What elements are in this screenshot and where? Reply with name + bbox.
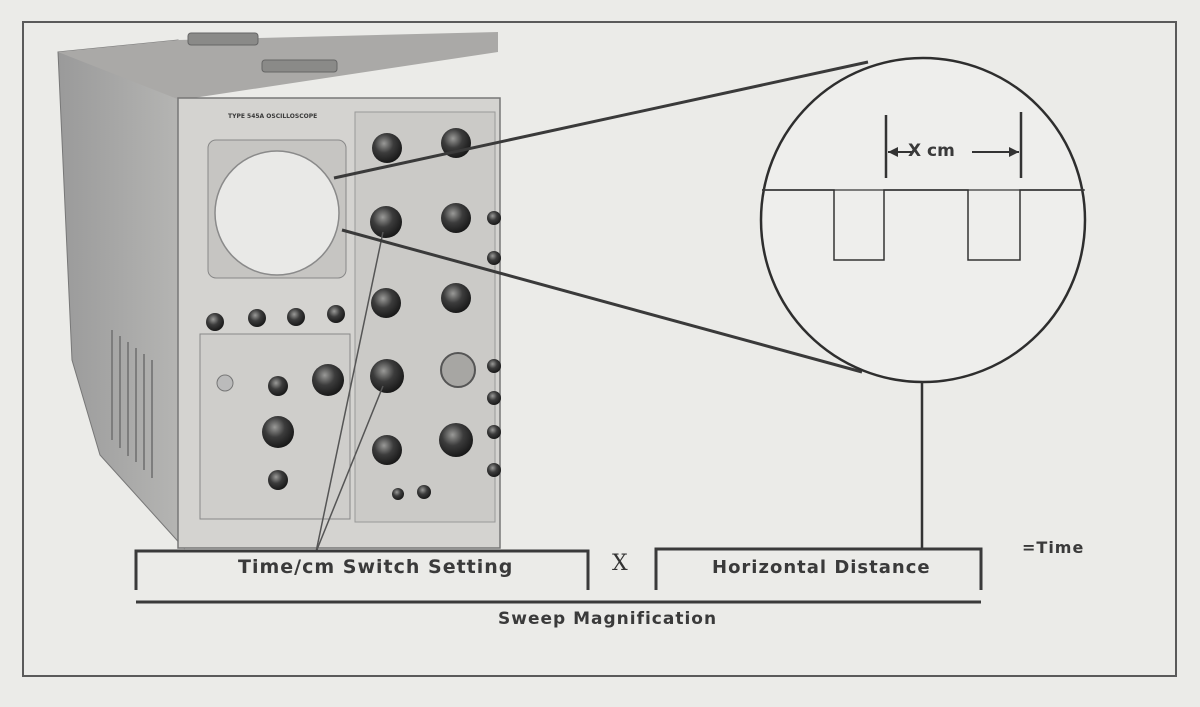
knob <box>287 308 305 326</box>
knob <box>216 374 234 392</box>
knob <box>487 211 501 225</box>
arrowhead-left <box>888 147 898 157</box>
scope-nameplate: TYPE 545A OSCILLOSCOPE <box>228 113 317 120</box>
magnifier-line-bottom <box>341 228 863 374</box>
timebase-panel <box>354 111 496 523</box>
knob <box>392 488 404 500</box>
time-result-label: =Time <box>1022 538 1085 557</box>
knob <box>248 309 266 327</box>
knob <box>441 203 471 233</box>
figure-frame <box>22 21 1177 677</box>
knob-group <box>206 128 501 500</box>
knob <box>268 470 288 490</box>
knob <box>441 283 471 313</box>
knob <box>262 416 294 448</box>
pointer-line <box>315 385 384 553</box>
knob <box>487 463 501 477</box>
oscilloscope: TYPE 545A OSCILLOSCOPE <box>57 32 501 553</box>
switch-setting-bracket <box>134 549 590 590</box>
knob <box>417 485 431 499</box>
carry-handle <box>187 32 259 46</box>
cabinet-side <box>57 39 185 550</box>
sweep-magnification-label: Sweep Magnification <box>498 609 718 629</box>
knob <box>440 352 476 388</box>
knob <box>268 376 288 396</box>
carry-handle-2 <box>261 59 338 73</box>
multiply-operator: X <box>612 551 629 576</box>
knob <box>487 359 501 373</box>
knob <box>312 364 344 396</box>
knob <box>371 288 401 318</box>
crt-screen <box>214 150 340 276</box>
pointer-line <box>315 231 384 553</box>
magnified-screen <box>759 56 1087 384</box>
knob <box>206 313 224 331</box>
knob <box>487 251 501 265</box>
knob <box>372 435 402 465</box>
knob <box>372 133 402 163</box>
horizontal-distance-bracket <box>654 547 983 590</box>
knob <box>370 359 404 393</box>
knob <box>327 305 345 323</box>
horizontal-distance-label: Horizontal Distance <box>712 557 931 578</box>
arrowhead-right <box>1009 147 1019 157</box>
square-wave <box>762 189 1084 261</box>
time-per-cm-label: Time/cm Switch Setting <box>238 556 514 578</box>
knob <box>487 391 501 405</box>
magnifier-line-top <box>333 60 869 180</box>
knob <box>487 425 501 439</box>
inset-circle <box>759 56 1087 384</box>
knob <box>439 423 473 457</box>
measurement-label: X cm <box>908 141 955 161</box>
knob <box>370 206 402 238</box>
